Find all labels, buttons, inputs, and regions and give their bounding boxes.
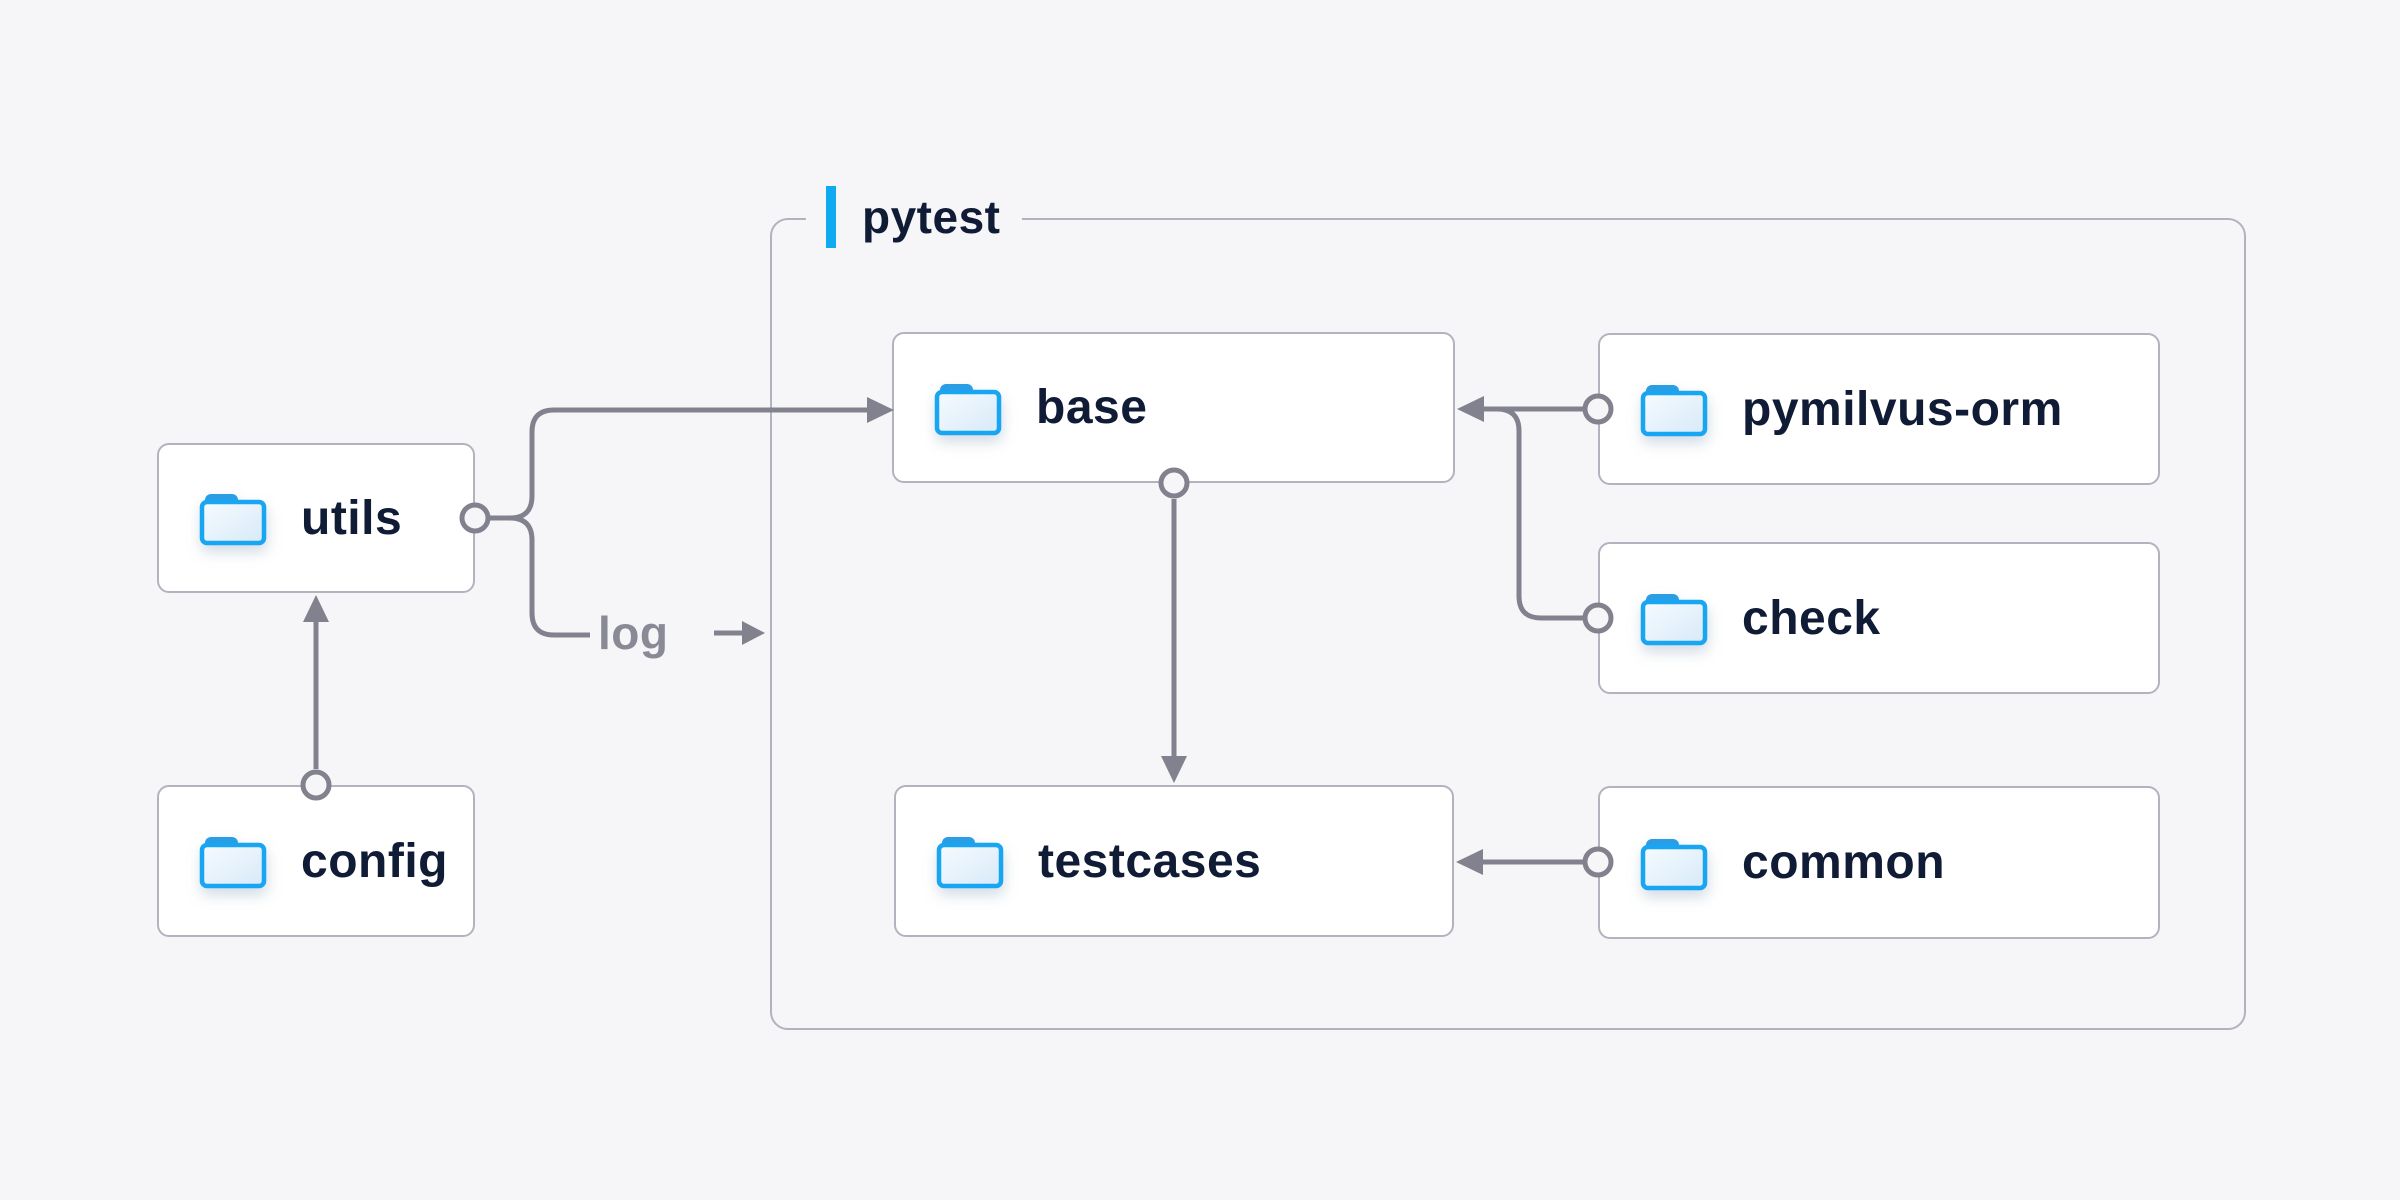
node-pymilvus-orm: pymilvus-orm: [1598, 333, 2160, 485]
edge-label-log: log: [598, 607, 669, 659]
node-label: pymilvus-orm: [1742, 382, 2063, 436]
pytest-group-border: [770, 218, 2246, 1030]
accent-bar: [826, 186, 836, 248]
node-base: base: [892, 332, 1455, 483]
node-common: common: [1598, 786, 2160, 939]
folder-icon: [1640, 385, 1708, 437]
folder-icon: [199, 837, 267, 889]
node-label: check: [1742, 591, 1881, 645]
pytest-group-title: pytest: [862, 191, 1001, 243]
arrowhead-into-utils: [303, 595, 329, 622]
folder-icon: [199, 494, 267, 546]
folder-icon: [936, 837, 1004, 889]
arrowhead-log: [742, 621, 765, 645]
node-utils: utils: [157, 443, 475, 593]
pytest-group-label: pytest: [806, 184, 1023, 250]
node-label: utils: [301, 491, 403, 545]
folder-icon: [934, 383, 1002, 435]
node-testcases: testcases: [894, 785, 1454, 937]
folder-icon: [1640, 594, 1708, 646]
node-label: config: [301, 834, 448, 888]
node-config: config: [157, 785, 475, 937]
node-label: base: [1036, 381, 1148, 434]
node-check: check: [1598, 542, 2160, 694]
folder-icon: [1640, 838, 1708, 890]
edge-utils-log: [488, 515, 590, 638]
node-label: testcases: [1038, 834, 1262, 888]
node-label: common: [1742, 836, 1946, 889]
